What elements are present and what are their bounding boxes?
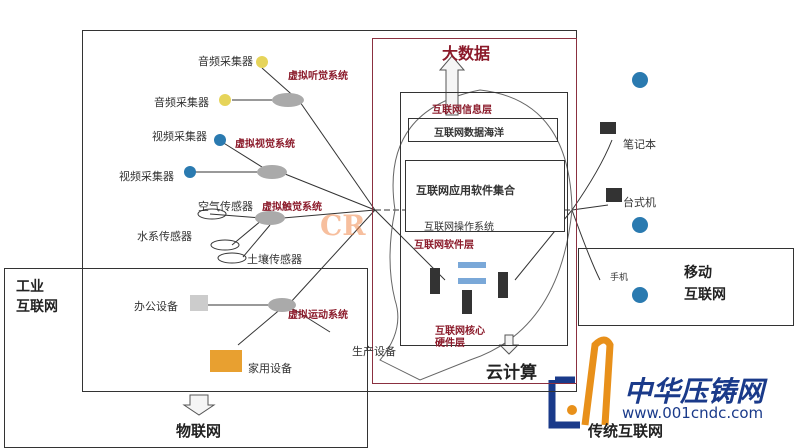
iot-label: 物联网 <box>176 422 222 440</box>
internet-core-frame <box>400 92 568 346</box>
watermark-logo <box>548 336 614 429</box>
mobile-internet-label: 移动 <box>684 265 712 281</box>
industrial-internet-label: 互联网 <box>16 299 58 315</box>
hardware-layer-label: 硬件层 <box>435 338 465 349</box>
water-sensor-label: 水系传感器 <box>137 230 192 243</box>
bigdata-frame <box>372 38 577 384</box>
watermark-name: 中华压铸网 <box>624 375 765 408</box>
video-collector-label: 视频采集器 <box>119 170 174 183</box>
soil-sensor-label: 土壤传感器 <box>247 253 302 266</box>
audio-collector-label: 音频采集器 <box>198 55 253 68</box>
motion-system-label: 虚拟运动系统 <box>288 310 348 321</box>
hardware-layer-label: 互联网核心 <box>435 326 485 337</box>
info-layer-label: 互联网信息层 <box>432 105 492 116</box>
desktop-label: 台式机 <box>623 196 656 209</box>
os-label: 互联网操作系统 <box>424 222 494 233</box>
data-ocean-label: 互联网数据海洋 <box>434 128 504 139</box>
air-sensor-label: 空气传感器 <box>198 200 253 213</box>
phone-label: 手机 <box>610 273 629 283</box>
watermark-url: www.001cndc.com <box>622 404 764 422</box>
connection-lines: CR <box>182 55 648 429</box>
cloud-label: 云计算 <box>486 363 537 383</box>
industrial-internet-label: 工业 <box>16 279 44 295</box>
svg-text:CR: CR <box>320 209 366 242</box>
apps-box <box>405 160 565 232</box>
mobile-internet-label: 互联网 <box>684 287 726 303</box>
apps-label: 互联网应用软件集合 <box>416 184 515 197</box>
audio-collector-label: 音频采集器 <box>154 96 209 109</box>
home-device-label: 家用设备 <box>248 362 292 375</box>
bigdata-label: 大数据 <box>442 44 491 63</box>
data-ocean-box <box>408 118 558 142</box>
vision-system-label: 虚拟视觉系统 <box>235 139 295 150</box>
hearing-system-label: 虚拟听觉系统 <box>288 71 348 82</box>
production-device-label: 生产设备 <box>352 345 396 358</box>
mobile-frame <box>578 248 794 326</box>
laptop-label: 笔记本 <box>623 138 656 151</box>
software-layer-label: 互联网软件层 <box>414 240 474 251</box>
traditional-internet-label: 传统互联网 <box>588 422 664 440</box>
video-collector-label: 视频采集器 <box>152 130 207 143</box>
touch-system-label: 虚拟触觉系统 <box>262 202 322 213</box>
office-device-label: 办公设备 <box>134 300 178 313</box>
